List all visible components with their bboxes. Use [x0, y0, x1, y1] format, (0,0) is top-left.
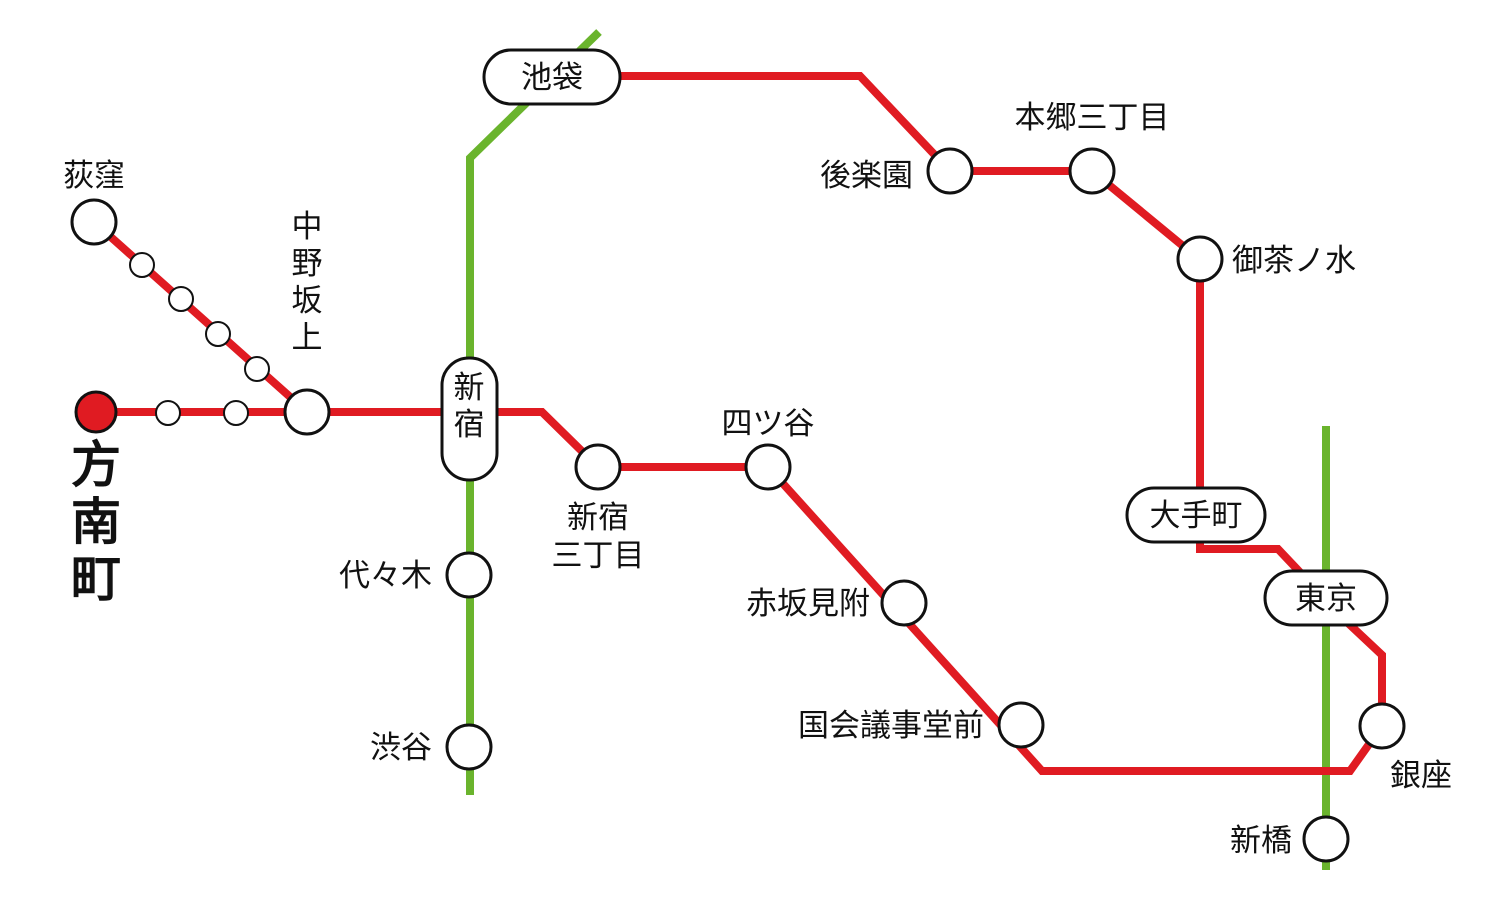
station-nakano-sakaue[interactable] — [283, 388, 331, 436]
minor-station-marker — [223, 400, 249, 426]
station-label-yoyogi: 代々木 — [339, 558, 432, 594]
station-label-shibuya: 渋谷 — [370, 730, 432, 766]
minor-station-marker — [155, 400, 181, 426]
station-label-korakuen: 後楽園 — [820, 158, 913, 194]
station-tokyo[interactable]: 東京 — [1263, 569, 1389, 627]
station-label-tokyo: 東京 — [1295, 581, 1357, 617]
station-label-akasaka-mitsuke: 赤坂見附 — [746, 586, 870, 622]
station-label-ogikubo: 荻窪 — [63, 158, 125, 194]
minor-station-marker — [129, 252, 155, 278]
station-otemachi[interactable]: 大手町 — [1125, 486, 1267, 544]
station-shinjuku[interactable]: 新宿 — [440, 356, 499, 482]
station-label-shimbashi: 新橋 — [1230, 823, 1292, 859]
svg-text:新宿三丁目: 新宿三丁目 — [552, 500, 645, 574]
station-label-otemachi: 大手町 — [1150, 498, 1243, 534]
station-marker-home — [74, 390, 118, 434]
station-yotsuya[interactable] — [744, 443, 792, 491]
station-label-ginza: 銀座 — [1390, 758, 1452, 794]
station-akasaka-mitsuke[interactable] — [880, 579, 928, 627]
minor-station-marker — [168, 286, 194, 312]
marunouchi-main-line — [91, 72, 1386, 775]
station-label-ochanomizu: 御茶ノ水 — [1232, 243, 1356, 279]
station-honancho[interactable] — [74, 390, 118, 434]
station-label-hongo-sanchome: 本郷三丁目 — [1015, 100, 1170, 136]
station-ginza[interactable] — [1358, 702, 1406, 750]
minor-station-marker — [244, 356, 270, 382]
station-shinjuku-sanchome[interactable] — [574, 443, 622, 491]
station-label-yotsuya: 四ツ谷 — [722, 406, 815, 442]
station-ikebukuro[interactable]: 池袋 — [482, 48, 622, 106]
station-label-nakano-sakaue: 中野坂上 — [292, 209, 323, 356]
station-label-honancho: 方南町 — [71, 436, 121, 608]
station-label-kokkai-gijidomae: 国会議事堂前 — [798, 708, 984, 744]
station-korakuen[interactable] — [926, 147, 974, 195]
minor-station-marker — [205, 321, 231, 347]
station-shimbashi[interactable] — [1302, 815, 1350, 863]
station-label-shinjuku-sanchome: 新宿三丁目 — [552, 500, 645, 574]
station-kokkai-gijidomae[interactable] — [997, 701, 1045, 749]
station-ochanomizu[interactable] — [1176, 235, 1224, 283]
station-label-shinjuku: 新宿 — [454, 370, 485, 443]
station-hongo-sanchome[interactable] — [1068, 147, 1116, 195]
station-label-ikebukuro: 池袋 — [521, 60, 583, 96]
station-ogikubo[interactable] — [70, 198, 118, 246]
station-yoyogi[interactable] — [445, 551, 493, 599]
station-shibuya[interactable] — [445, 723, 493, 771]
